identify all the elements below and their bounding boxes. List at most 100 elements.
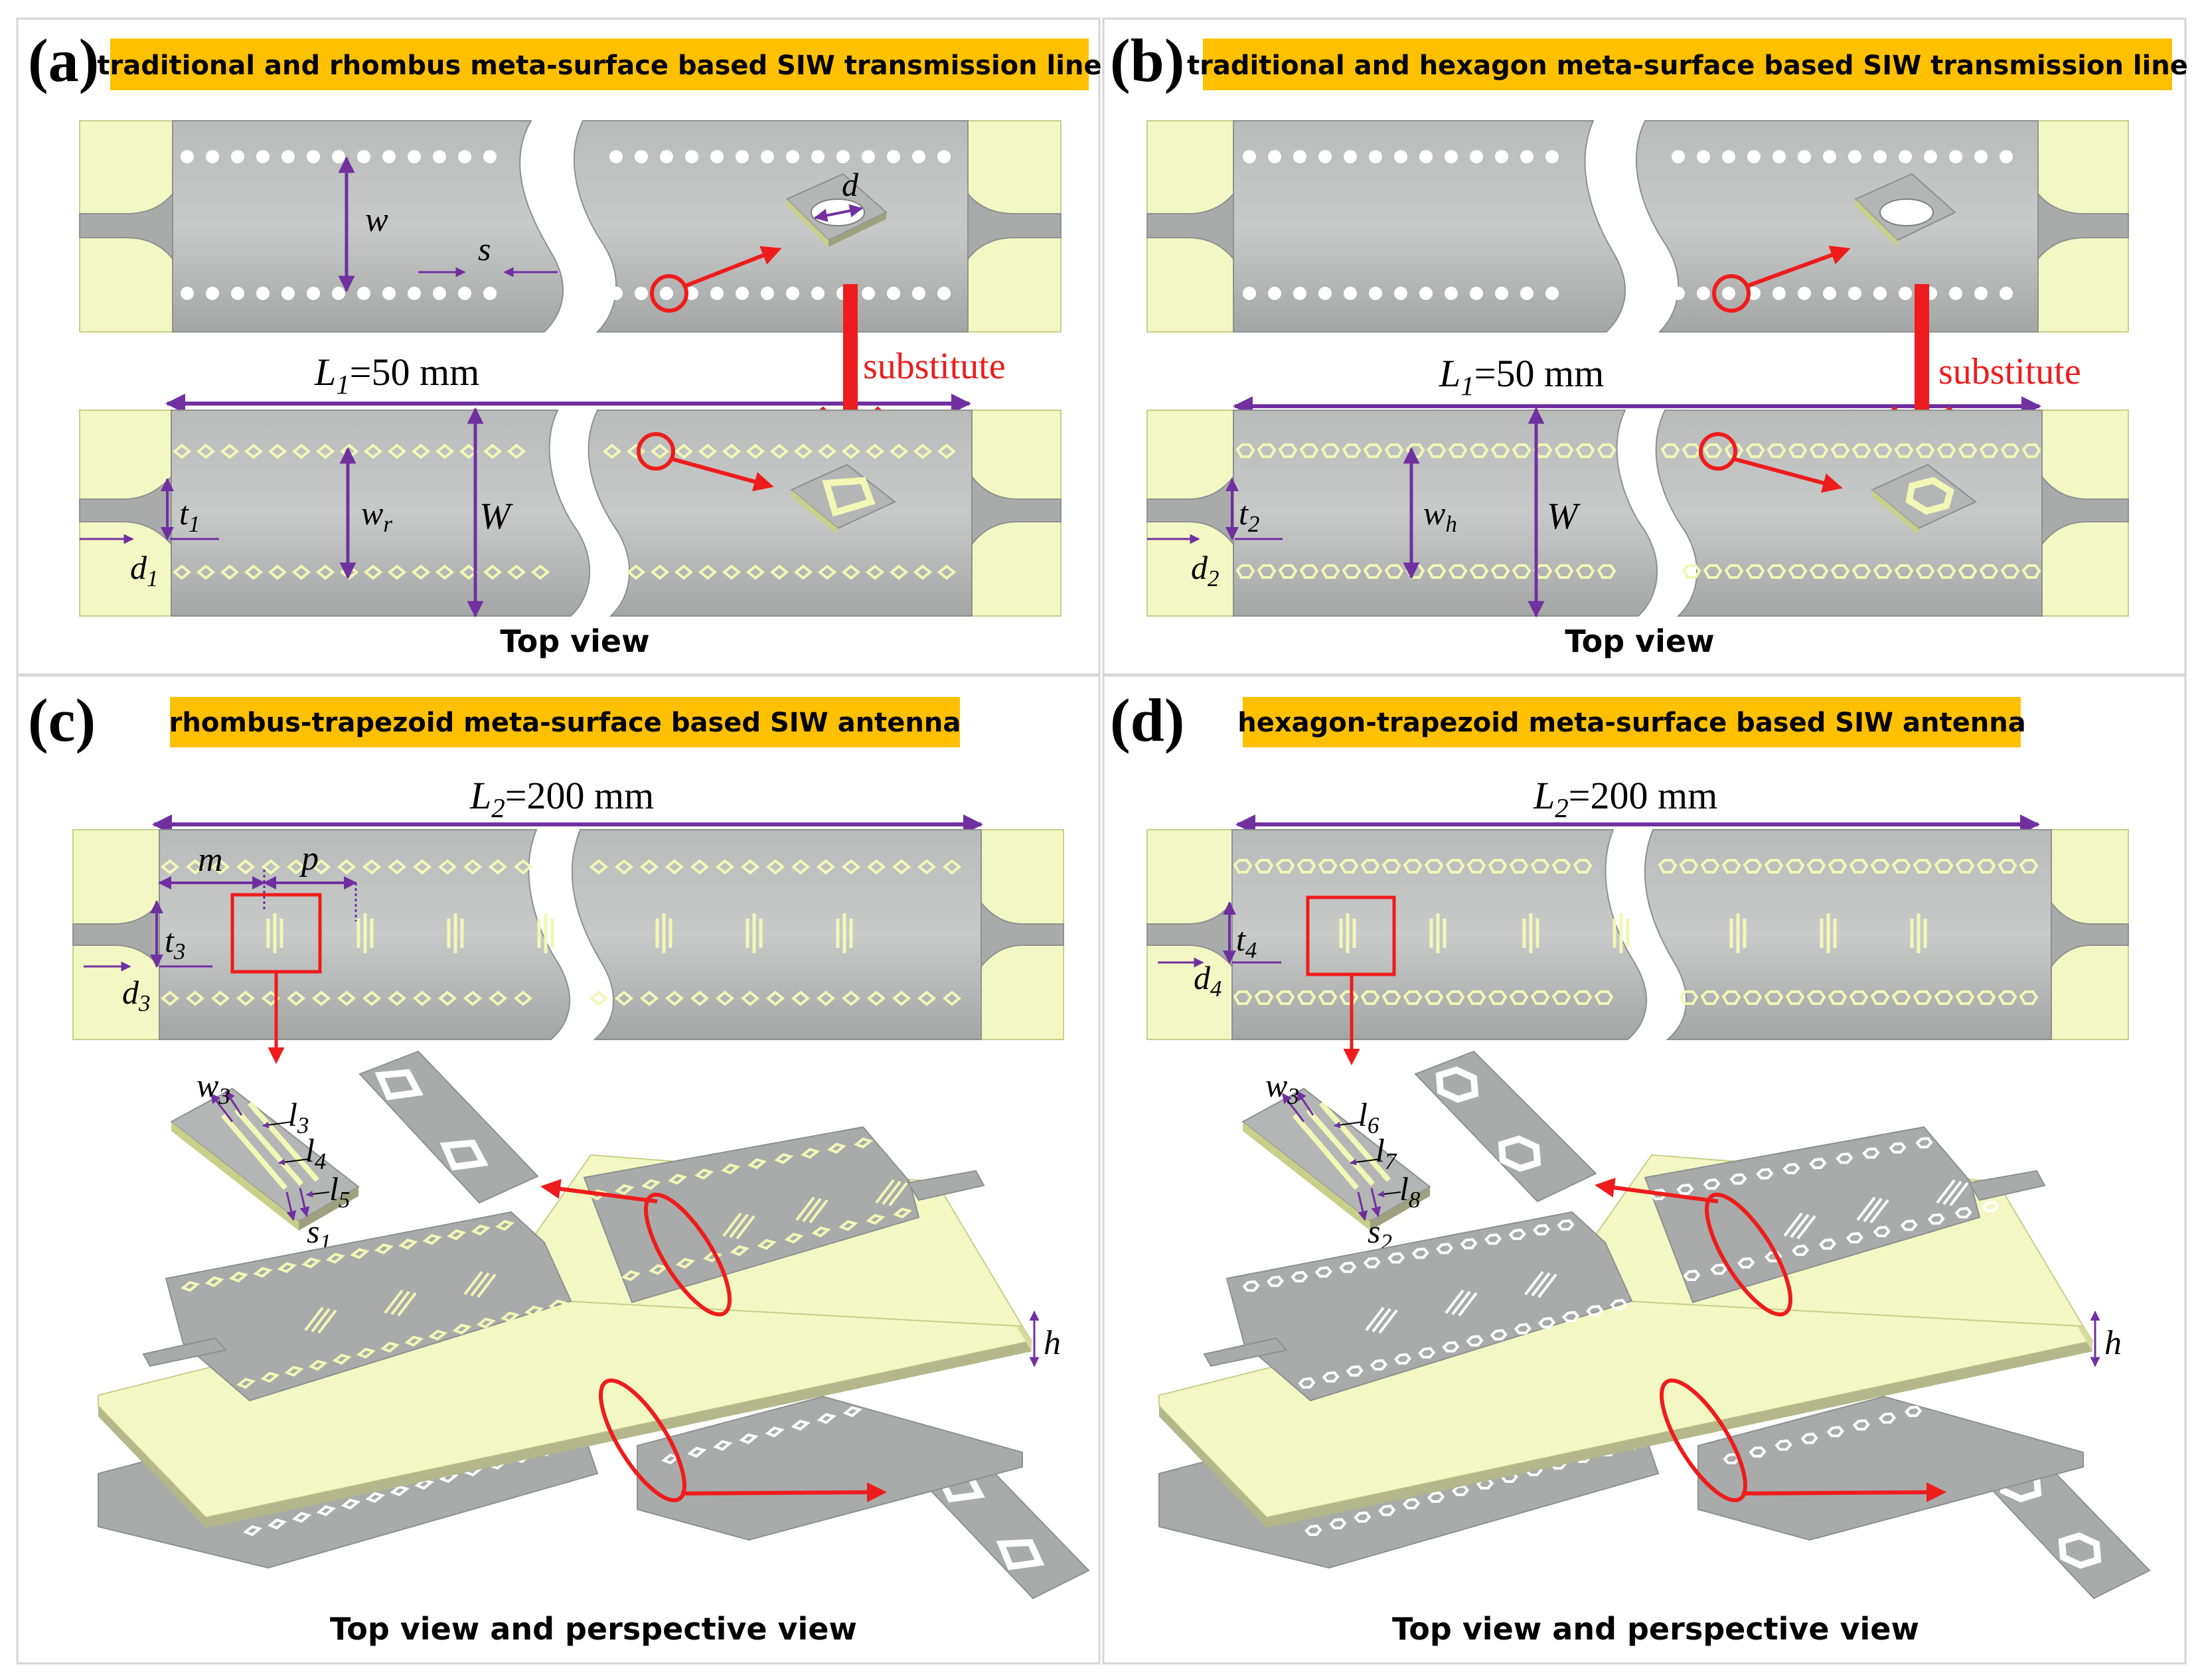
slot-inset-edge-c	[171, 1122, 299, 1231]
rhombus-cell	[286, 859, 306, 875]
rhombus-cell	[674, 443, 694, 459]
rhombus-cell	[816, 859, 836, 875]
via-hole	[912, 150, 925, 163]
via-row-top-b1	[1243, 150, 2013, 163]
rhombus-cell	[817, 443, 837, 459]
siw-body-right-a1	[573, 120, 969, 333]
via-hole	[1848, 150, 1861, 163]
hexagon-cell	[1729, 1173, 1747, 1185]
rhombus-cell	[284, 1365, 304, 1377]
via-hole	[1974, 287, 1988, 300]
hexagon-cell	[1557, 1219, 1575, 1231]
via-hole	[761, 287, 774, 300]
rhombus-cell	[390, 1485, 410, 1497]
rhombus-cell	[769, 564, 789, 580]
rhombus-cell	[650, 443, 670, 459]
rhombus-cell	[694, 1168, 714, 1180]
hexagon-cell	[1927, 1213, 1945, 1225]
slot	[1942, 1180, 1962, 1205]
hexagon-cell	[1852, 1418, 1871, 1431]
feed-right-d	[2051, 901, 2129, 968]
rhombus-cell	[507, 564, 526, 580]
via-hole	[307, 287, 320, 300]
rhombus-cell	[715, 859, 735, 875]
hexagon-cell	[1745, 564, 1765, 579]
via-hole	[710, 287, 724, 300]
hexagon-cell	[1891, 859, 1911, 874]
dim-l6-d	[1334, 1121, 1364, 1128]
rhombus-cell	[422, 1234, 442, 1245]
dim-L2-label-c: L2=200 mm	[469, 774, 654, 823]
via-hole	[408, 150, 421, 163]
top-metal-right-c	[583, 1126, 920, 1304]
slot	[888, 1182, 908, 1207]
hexagon-cell	[1764, 990, 1784, 1005]
siw-body-left-a2	[171, 410, 591, 617]
hexagon-cell	[2019, 990, 2039, 1005]
hexagon-cell	[1767, 443, 1786, 458]
hexagon-cell	[1484, 1233, 1502, 1245]
highlight-ellipse-c2	[598, 1378, 687, 1503]
rhombus-cell	[236, 859, 256, 875]
slot	[1869, 1199, 1889, 1224]
via-hole	[332, 150, 345, 163]
feed-right-a1	[967, 192, 1062, 261]
slot-c-2	[234, 1108, 304, 1186]
via-inset-edge-b	[1855, 199, 1897, 247]
feed-left-d	[1146, 901, 1233, 968]
hexagon-cell	[1913, 990, 1932, 1005]
rhombus-cell	[675, 1257, 696, 1269]
via-inset-edge-a	[787, 199, 828, 247]
rhombus-cell	[301, 1257, 321, 1268]
hexagon-cell	[1683, 1269, 1701, 1281]
rhombus-cell	[920, 1385, 941, 1397]
slot-inset-edge2-d	[1370, 1187, 1430, 1231]
hexagon-cell	[1469, 443, 1489, 458]
hexagon-strip-d1	[1414, 1050, 1597, 1203]
via-hole	[811, 150, 825, 163]
rhombus-cell	[793, 564, 813, 580]
label-l7: l7	[1376, 1132, 1397, 1174]
rhombus-inset-edge-a	[791, 490, 838, 535]
hexagon-cell	[1703, 1178, 1721, 1190]
via-hole	[1924, 150, 1937, 163]
hexagon-cell	[1254, 990, 1274, 1005]
hexagon-cell	[1488, 990, 1508, 1005]
hexagon-cell	[1851, 564, 1871, 579]
label-d4: d4	[1194, 959, 1222, 1002]
hexagon-cell	[1257, 443, 1277, 458]
hexagon-cell	[1360, 859, 1380, 874]
top-slots-c	[304, 1179, 908, 1334]
rhombus-row-top-c	[160, 859, 962, 875]
siw-body-right-b1	[1635, 120, 2039, 333]
hexagon-cell	[1235, 564, 1255, 579]
rhombus-cell	[841, 859, 861, 875]
hexagon-cell	[1393, 1353, 1412, 1365]
rhombus-cell	[204, 1276, 224, 1288]
slot	[1524, 1270, 1544, 1296]
hexagon-cell	[1304, 1524, 1322, 1536]
callout-arrow-b2	[1735, 457, 1843, 493]
hexagon-cell	[1278, 443, 1298, 458]
rhombus-cell	[350, 1248, 370, 1259]
hexagon-cell	[1682, 564, 1701, 579]
hexagon-cell	[2021, 443, 2041, 458]
rhombus-cell	[757, 1239, 777, 1251]
hexagon-cell	[1561, 1311, 1580, 1323]
slot-groups-c	[266, 913, 853, 953]
rhombus-cell	[893, 1207, 913, 1219]
slot	[1378, 1309, 1398, 1334]
rhombus-cell	[816, 990, 836, 1006]
slot	[1445, 1289, 1464, 1314]
via-hole	[1873, 150, 1887, 163]
rhombus-cell	[866, 859, 886, 875]
slot	[1458, 1292, 1478, 1317]
via-hole	[458, 150, 471, 163]
callout-arrow-d1	[1595, 1178, 1719, 1203]
rhombus-cell	[765, 990, 785, 1006]
rhombus-cell	[889, 564, 909, 580]
hexagon-cell	[1297, 990, 1316, 1005]
slot-groups-d	[1339, 913, 1927, 953]
hexagon-cell	[1873, 443, 1893, 458]
